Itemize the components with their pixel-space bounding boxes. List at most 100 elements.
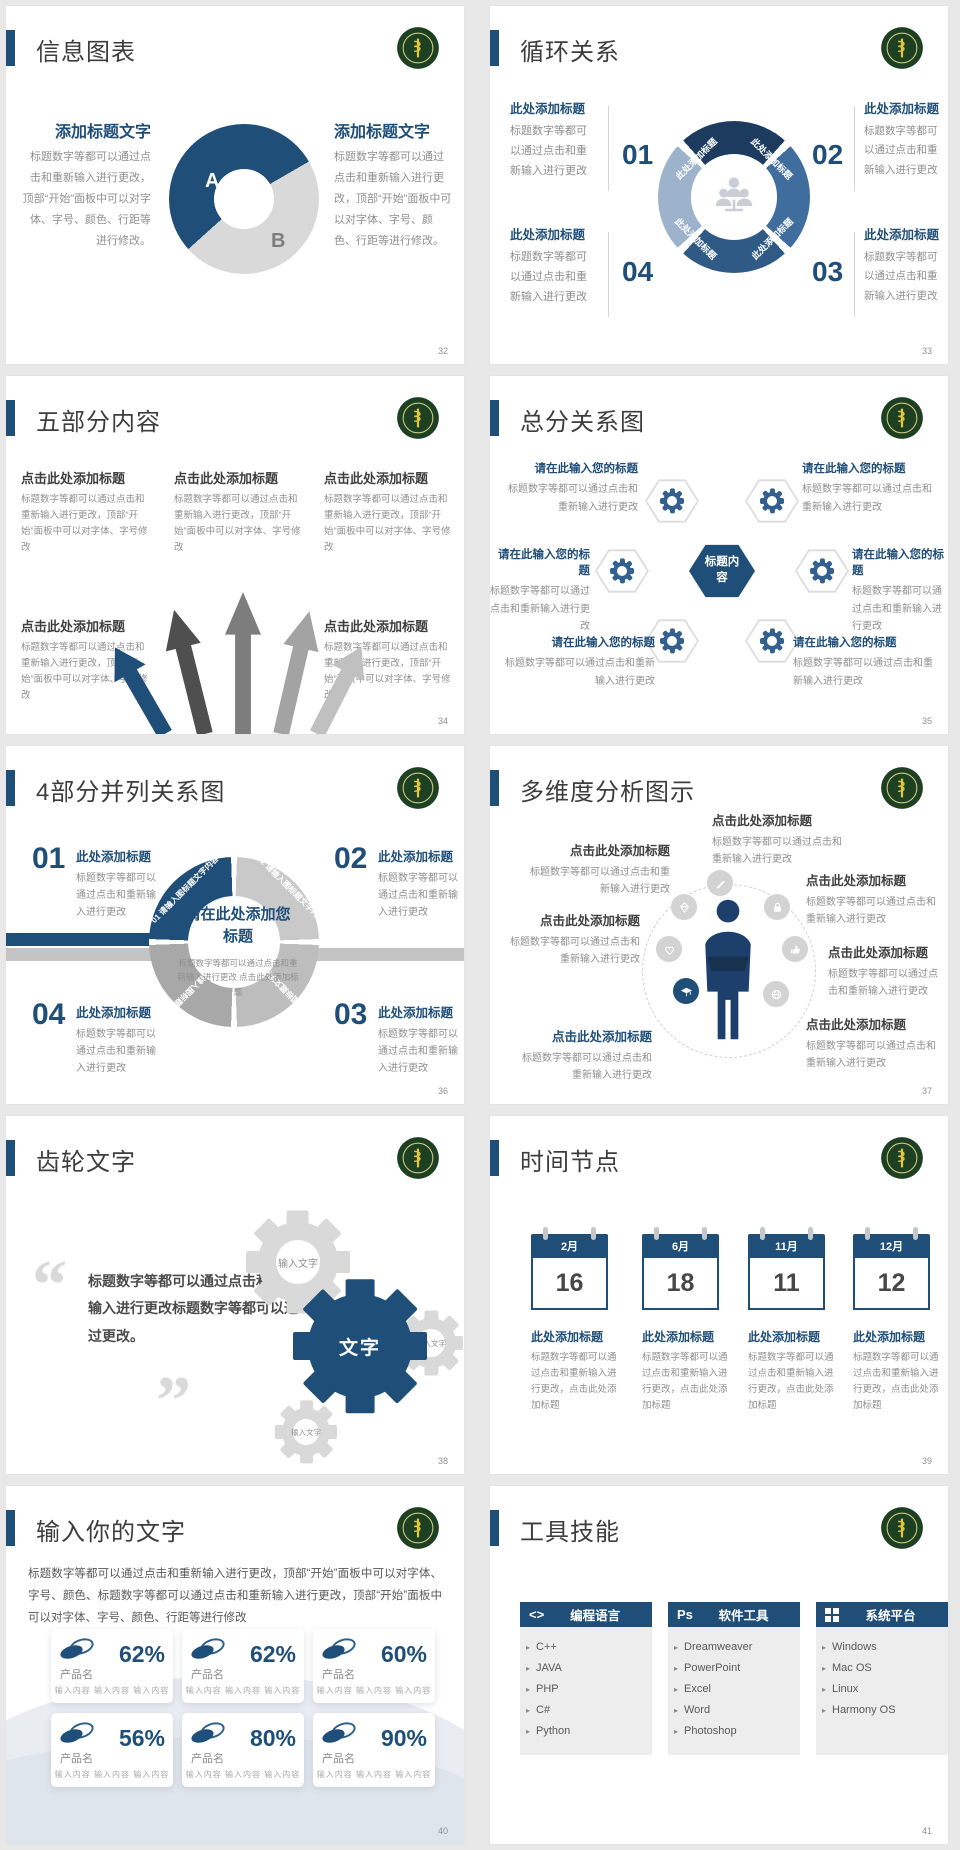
slide-34[interactable]: 五部分内容 点击此处添加标题 标题数字等都可以通过点击和重新输入进行更改，顶部“… [6,376,464,734]
slide-38[interactable]: 齿轮文字 “ 标题数字等都可以通过点击和重新输入进行更改标题数字等都可以通过更改… [6,1116,464,1474]
diamond-icon [671,894,697,920]
page-number: 35 [921,716,932,726]
arrow-shape [225,592,261,734]
gear-main: 文字 [292,1278,428,1414]
gear-label: 输入文字 [278,1258,318,1270]
gear-label: 输入文字 [291,1427,321,1437]
slide-39[interactable]: 时间节点 2月 16 6月 18 11月 11 12月 12 此处添加标题 标题… [490,1116,948,1474]
ring-center-title: 请在此处添加您标题 [185,906,291,945]
list-item: PowerPoint [668,1658,800,1679]
product-percent: 62% [118,1641,165,1667]
divider [854,106,855,191]
slide-title: 信息图表 [36,39,136,66]
businessman-silhouette [697,896,759,1051]
slide-40[interactable]: 输入你的文字 标题数字等都可以通过点击和重新输入进行更改，顶部“开始”面板中可以… [6,1486,464,1844]
product-name: 产品名 [60,1669,93,1681]
slide-32[interactable]: 信息图表 添加标题文字 标题数字等都可以通过点击和重新输入进行更改，顶部“开始”… [6,6,464,364]
slide-36[interactable]: 4部分并列关系图 01 请输入图标题文字内容 02 请输入图标题文字内容 03 … [6,746,464,1104]
product-sub: 输入内容 输入内容 输入内容 [54,1770,170,1779]
calendar-day: 12 [853,1258,930,1310]
block-body: 标题数字等都可以通过点击和重新输入进行更改 [852,586,942,632]
page-number: 32 [437,346,448,356]
hex-text-bottom-left: 请在此输入您的标题 标题数字等都可以通过点击和重新输入进行更改 [505,634,655,690]
calendar-day: 18 [642,1258,719,1310]
school-logo-icon [396,396,440,440]
block-body: 标题数字等都可以通过点击和重新输入进行更改 [508,484,638,513]
item-number-01: 01 [32,842,66,875]
hex-node [595,549,649,593]
time-block-2: 此处添加标题 标题数字等都可以通过点击和重新输入进行更改，点击此处添加标题 [642,1328,730,1415]
divider [854,232,855,317]
product-card-1: 产品名 62% 输入内容 输入内容 输入内容 [51,1629,173,1703]
close-quote-mark: ” [156,1363,191,1440]
block-heading: 请在此输入您的标题 [852,549,944,577]
column-list: Dreamweaver PowerPoint Excel Word Photos… [668,1627,800,1755]
product-card-5: 产品名 80% 输入内容 输入内容 输入内容 [182,1713,304,1787]
slide-title: 4部分并列关系图 [36,779,226,806]
step-block-3: 此处添加标题 标题数字等都可以通过点击和重新输入进行更改 [864,224,944,306]
page-number: 37 [921,1086,932,1096]
block-heading: 此处添加标题 [642,1330,715,1344]
calendar-ring [543,1227,548,1240]
item-block-04: 此处添加标题 标题数字等都可以通过点击和重新输入进行更改 [76,1002,164,1077]
product-name: 产品名 [322,1669,355,1681]
column-header: Ps 软件工具 [668,1602,800,1627]
title-accent-bar [6,400,15,436]
intro-paragraph: 标题数字等都可以通过点击和重新输入进行更改，顶部“开始”面板中可以对字体、字号、… [28,1568,442,1624]
product-sub: 输入内容 输入内容 输入内容 [54,1686,170,1695]
donut-chart: A B [169,124,319,274]
list-item: Harmony OS [816,1700,948,1721]
hex-text-bottom-right: 请在此输入您的标题 标题数字等都可以通过点击和重新输入进行更改 [793,634,935,690]
hex-text-mid-left: 请在此输入您的标题 标题数字等都可以通过点击和重新输入进行更改 [490,546,590,636]
product-card-4: 产品名 56% 输入内容 输入内容 输入内容 [51,1713,173,1787]
calendar-day: 16 [531,1258,608,1310]
slide-35[interactable]: 总分关系图 标题内容 请在此输入您的标题 标题数字等都可以通过点击和重新输入 [490,376,948,734]
product-sub: 输入内容 输入内容 输入内容 [185,1770,301,1779]
product-card-6: 产品名 90% 输入内容 输入内容 输入内容 [313,1713,435,1787]
step-number-1: 01 [622,139,654,170]
block-heading: 此处添加标题 [864,228,940,242]
calendar-ring [591,1227,596,1240]
center-hexagon: 标题内容 [689,544,755,598]
item-block-03: 此处添加标题 标题数字等都可以通过点击和重新输入进行更改 [378,1002,460,1077]
title-accent-bar [490,30,499,66]
block-body: 标题数字等都可以通过点击和重新输入进行更改 [864,125,938,176]
school-logo-icon [880,1136,924,1180]
slide-41[interactable]: 工具技能 <> 编程语言 C++ JAVA PHP C# Python Ps 软… [490,1486,948,1844]
time-block-4: 此处添加标题 标题数字等都可以通过点击和重新输入进行更改，点击此处添加标题 [853,1328,941,1415]
step-number-4: 04 [622,256,654,287]
slide-37[interactable]: 多维度分析图示 点击此处添加标题 标题数字等都可以通过点击和重新输入进行更改 点… [490,746,948,1104]
dim-block-right-3: 点击此处添加标题 标题数字等都可以通过点击和重新输入进行更改 [806,1014,942,1072]
block-heading: 此处添加标题 [378,1006,454,1020]
product-percent: 90% [380,1725,427,1751]
school-logo-icon [880,396,924,440]
segment-label-a: A [205,170,220,192]
product-sub: 输入内容 输入内容 输入内容 [316,1686,432,1695]
product-card-2: 产品名 62% 输入内容 输入内容 输入内容 [182,1629,304,1703]
arrows-graphic [141,588,331,734]
windows-icon [825,1607,831,1614]
block-body: 标题数字等都可以通过点击和重新输入进行更改，顶部“开始”面板中可以对字体、字号、… [334,151,452,247]
item-block-01: 此处添加标题 标题数字等都可以通过点击和重新输入进行更改 [76,846,164,921]
step-block-2: 此处添加标题 标题数字等都可以通过点击和重新输入进行更改 [864,98,944,180]
block-heading: 请在此输入您的标题 [793,637,897,649]
page-number: 40 [437,1826,448,1836]
slide-33[interactable]: 循环关系 此处添加标题 此处添加标题 此处添加标题 此处添加标题 此处添加标题 … [490,6,948,364]
step-block-1: 此处添加标题 标题数字等都可以通过点击和重新输入进行更改 [510,98,594,181]
block-heading: 请在此输入您的标题 [498,549,590,577]
center-hexagon-label: 标题内容 [704,556,740,584]
column-list: Windows Mac OS Linux Harmony OS [816,1627,948,1755]
text-block-left: 添加标题文字 标题数字等都可以通过点击和重新输入进行更改，顶部“开始”面板中可以… [21,118,151,251]
school-logo-icon [880,766,924,810]
title-accent-bar [6,30,15,66]
graduation-cap-icon [673,978,699,1004]
block-body: 标题数字等都可以通过点击和重新输入进行更改 [802,484,932,513]
block-body: 标题数字等都可以通过点击和重新输入进行更改 [864,251,938,302]
globe-icon [763,981,789,1007]
cycle-ring [658,121,810,273]
list-item: Word [668,1700,800,1721]
page-number: 39 [921,1456,932,1466]
segment-label-b: B [271,230,286,252]
item-number-03: 03 [334,998,368,1031]
product-name: 产品名 [191,1669,224,1681]
